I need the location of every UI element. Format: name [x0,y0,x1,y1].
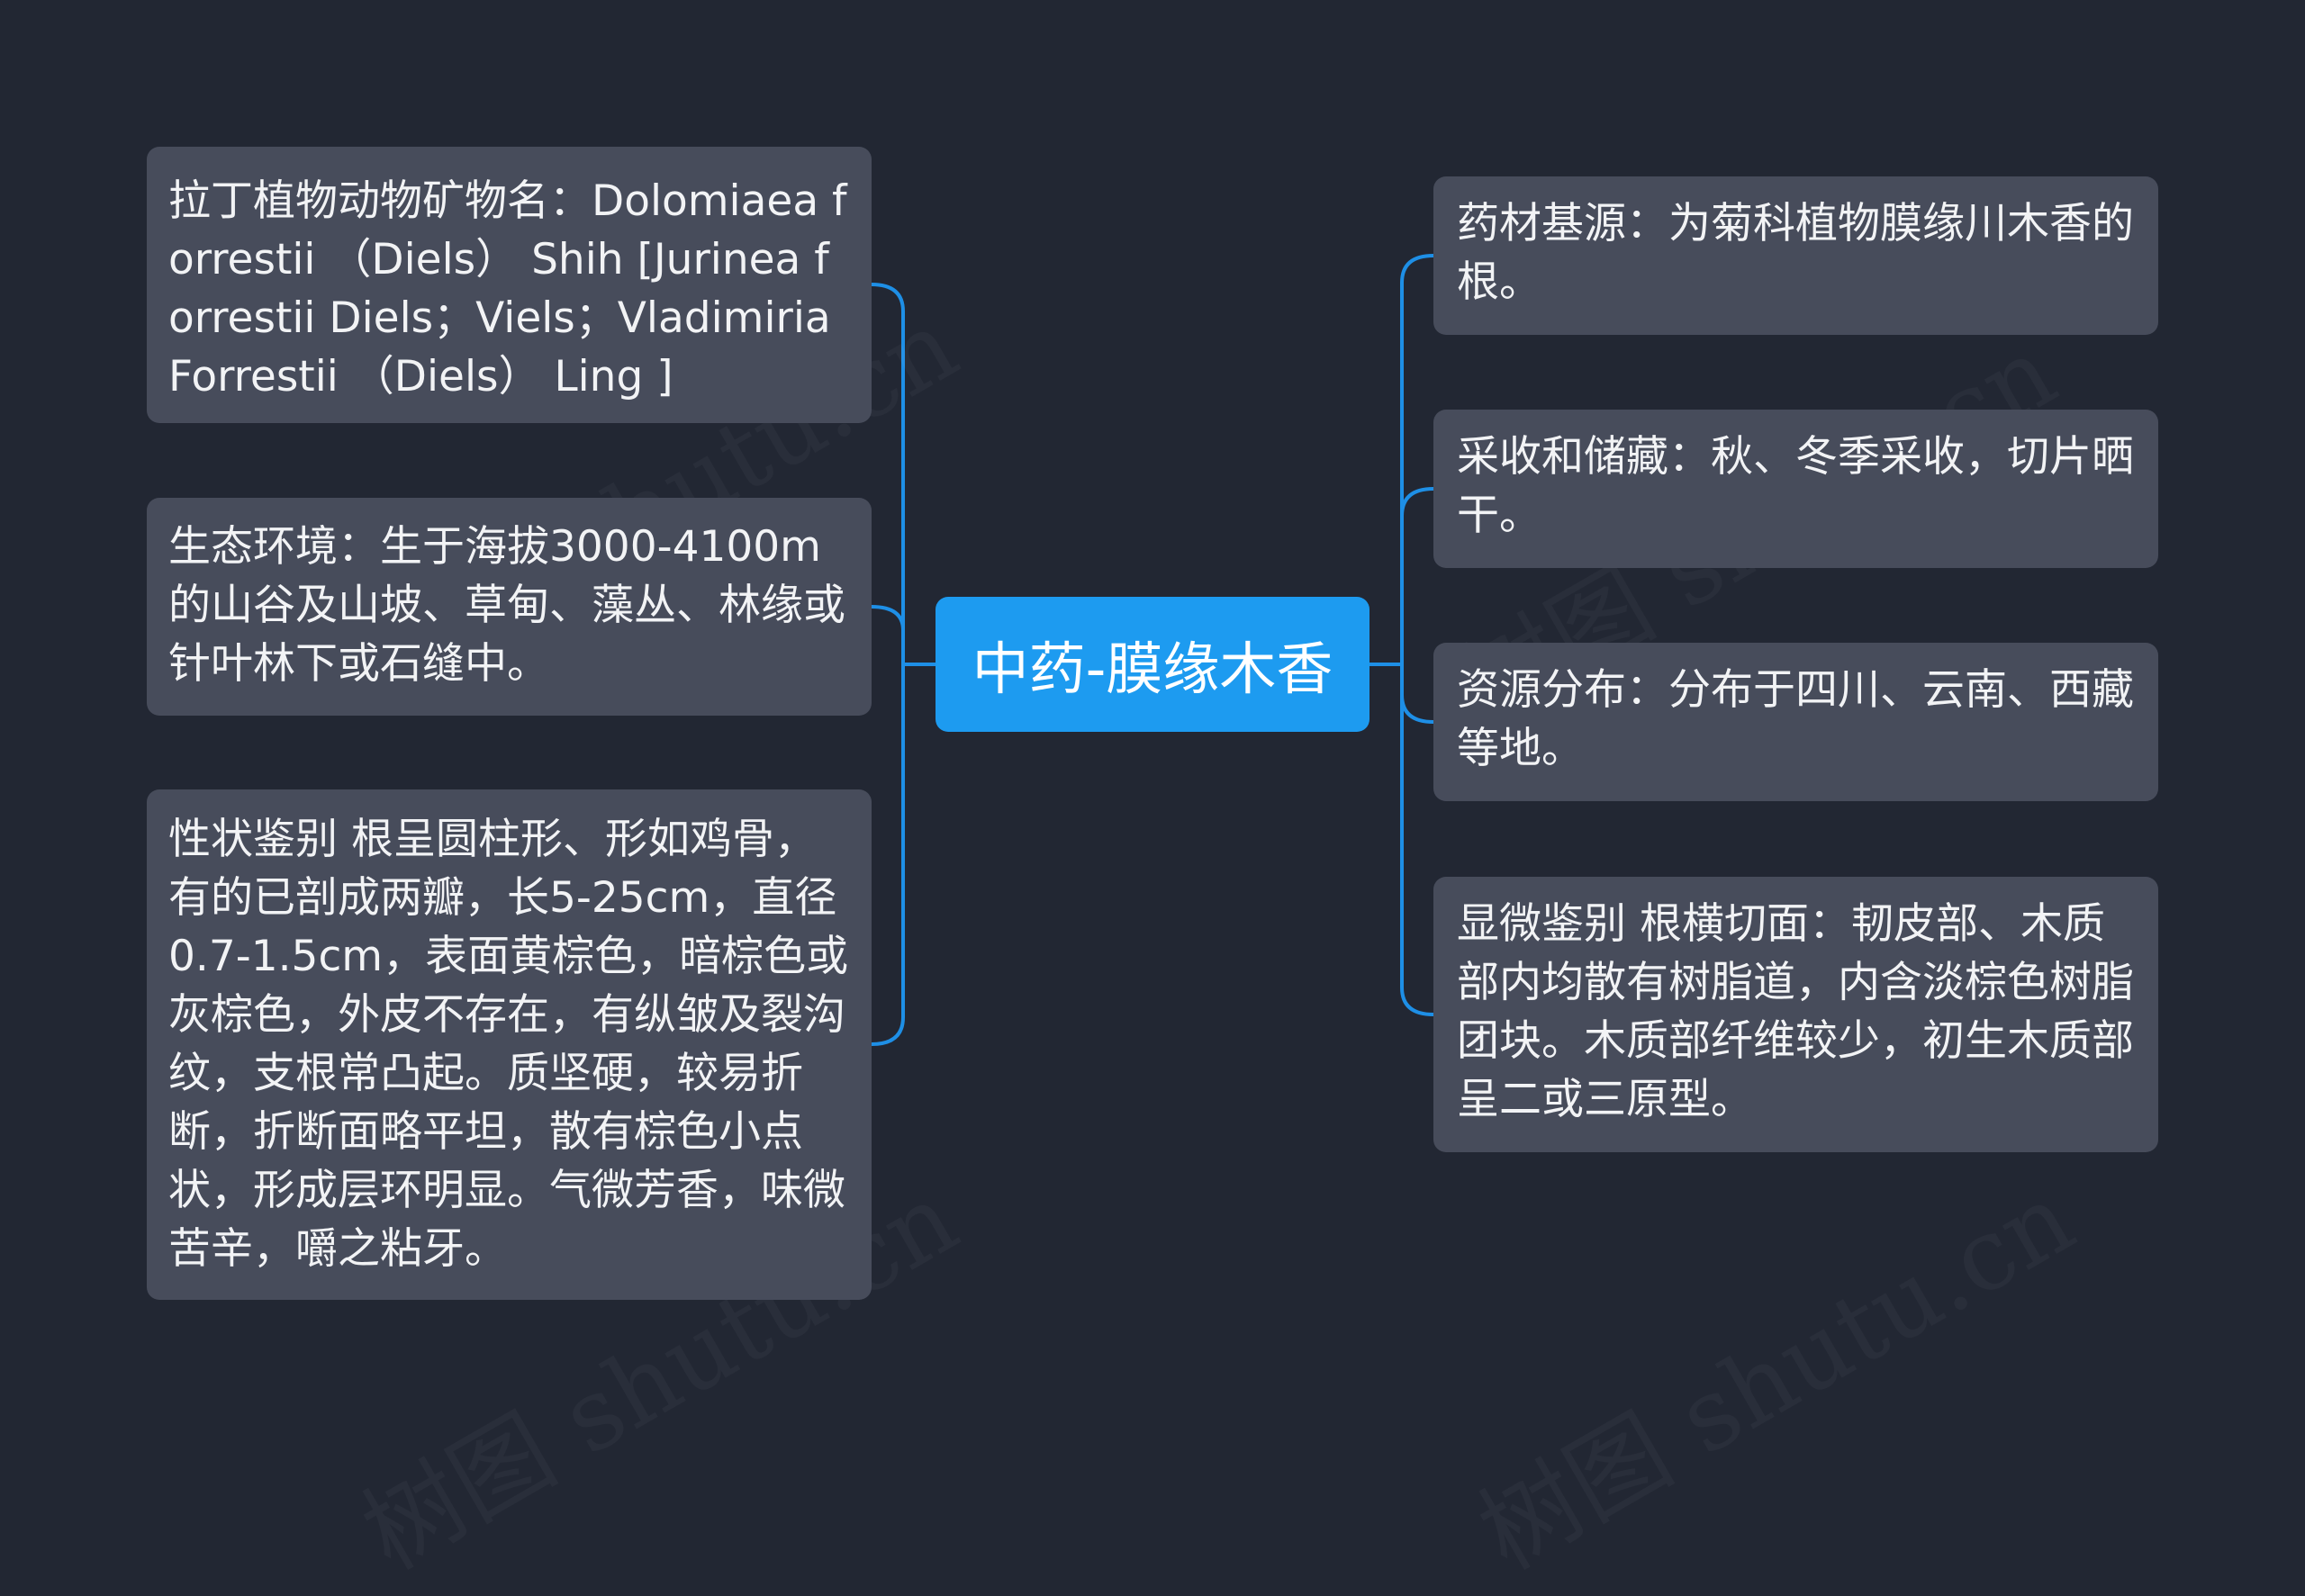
node-harvest-storage[interactable]: 采收和储藏：秋、冬季采收，切片晒干。 [1433,410,2158,568]
node-microscopy[interactable]: 显微鉴别 根横切面：韧皮部、木质部内均散有树脂道，内含淡棕色树脂团块。木质部纤维… [1433,877,2158,1152]
central-topic[interactable]: 中药-膜缘木香 [936,597,1369,732]
connector-left-mid [870,605,905,632]
node-distribution[interactable]: 资源分布：分布于四川、云南、西藏等地。 [1433,643,2158,801]
connector-right-trunk [1400,254,1435,1016]
connector-lines [870,254,1435,1046]
connector-left-trunk [870,283,905,1046]
node-text: 资源分布：分布于四川、云南、西藏等地。 [1457,665,2134,773]
node-source[interactable]: 药材基源：为菊科植物膜缘川木香的根。 [1433,176,2158,335]
node-text: 性状鉴别 根呈圆柱形、形如鸡骨，有的已剖成两瓣，长5-25cm，直径0.7-1.… [168,815,849,1274]
node-text: 显微鉴别 根横切面：韧皮部、木质部内均散有树脂道，内含淡棕色树脂团块。木质部纤维… [1457,899,2134,1124]
central-topic-label: 中药-膜缘木香 [972,636,1333,702]
node-text: 采收和储藏：秋、冬季采收，切片晒干。 [1457,432,2134,540]
node-latin-name[interactable]: 拉丁植物动物矿物名：Dolomiaea forrestii （Diels） Sh… [147,147,872,423]
node-text: 生态环境：生于海拔3000-4100m的山谷及山坡、草甸、藻丛、林缘或针叶林下或… [168,522,845,689]
connector-right-harvest [1400,487,1435,518]
connector-right-distrib [1400,693,1435,724]
node-text: 拉丁植物动物矿物名：Dolomiaea forrestii （Diels） Sh… [168,176,847,401]
node-characteristics[interactable]: 性状鉴别 根呈圆柱形、形如鸡骨，有的已剖成两瓣，长5-25cm，直径0.7-1.… [147,789,872,1300]
node-habitat[interactable]: 生态环境：生于海拔3000-4100m的山谷及山坡、草甸、藻丛、林缘或针叶林下或… [147,498,872,716]
node-text: 药材基源：为菊科植物膜缘川木香的根。 [1457,199,2134,307]
